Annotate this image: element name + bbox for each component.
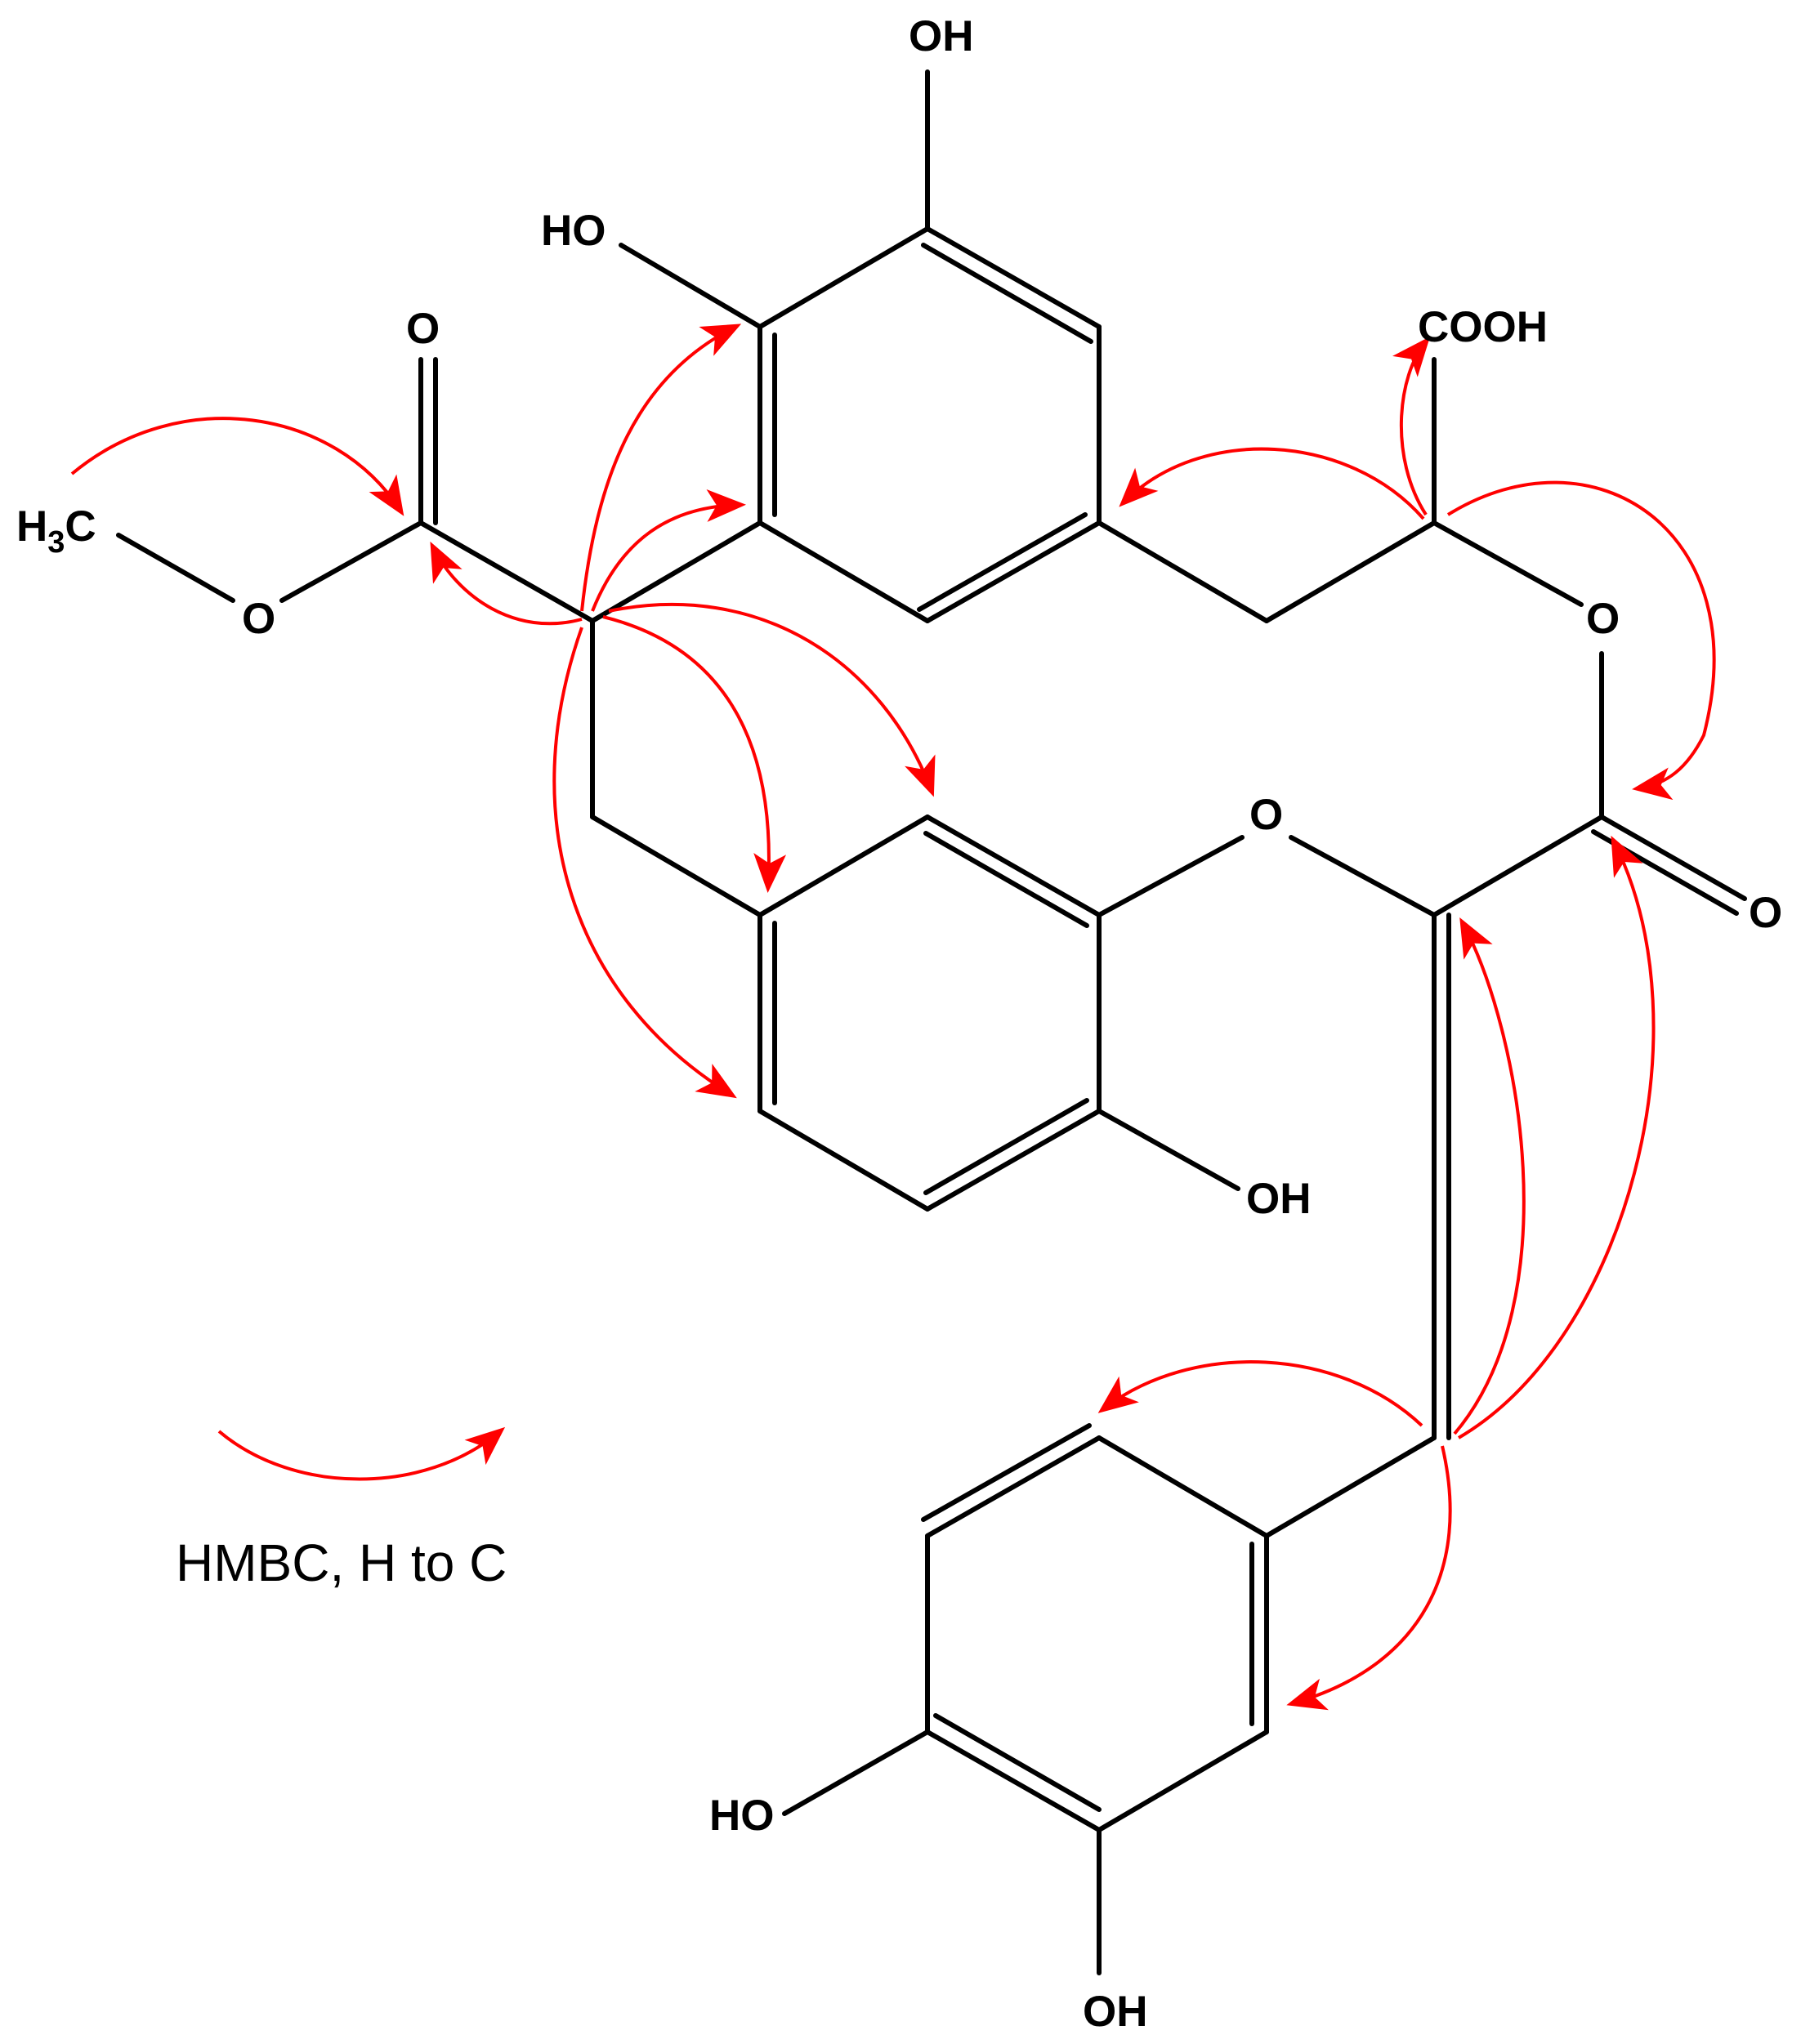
atom-labels: OH HO O COOH H3C O O O O OH HO OH bbox=[16, 12, 1782, 2036]
hmbc-arrow bbox=[1286, 1445, 1452, 1711]
bond bbox=[757, 814, 930, 917]
hmbc-arrow bbox=[1453, 917, 1526, 1435]
legend-label: HMBC, H to C bbox=[176, 1533, 507, 1592]
bond bbox=[1289, 835, 1437, 917]
atom-label-ho: HO bbox=[541, 207, 606, 255]
bond bbox=[757, 1109, 930, 1212]
bond bbox=[917, 512, 1088, 612]
bond bbox=[925, 520, 1102, 623]
hmbc-arrow bbox=[602, 615, 787, 893]
atom-label-oh: OH bbox=[909, 12, 974, 60]
hmbc-arrow bbox=[1446, 480, 1716, 801]
hmbc-arrow bbox=[608, 603, 936, 797]
bond bbox=[590, 520, 762, 623]
atom-label-oh: OH bbox=[1083, 1988, 1148, 2036]
bond bbox=[921, 243, 1093, 344]
bond bbox=[1264, 1435, 1437, 1538]
bond bbox=[923, 831, 1089, 928]
bond bbox=[279, 520, 423, 603]
atom-label-h3c-subscript: 3 bbox=[47, 525, 65, 560]
bond bbox=[925, 1109, 1102, 1212]
hmbc-arrow bbox=[1119, 447, 1425, 520]
bond bbox=[782, 1729, 930, 1816]
bond bbox=[757, 520, 930, 623]
bond bbox=[933, 1713, 1102, 1812]
bond bbox=[418, 520, 595, 623]
bond bbox=[1264, 520, 1437, 623]
bond bbox=[925, 1435, 1102, 1538]
bond bbox=[116, 533, 235, 603]
bond bbox=[757, 226, 930, 329]
bond bbox=[619, 243, 762, 329]
bond bbox=[1097, 1729, 1269, 1832]
legend: HMBC, H to C bbox=[176, 1426, 507, 1592]
hmbc-arrow bbox=[1457, 835, 1656, 1439]
atom-label-h3c-h: H bbox=[16, 502, 47, 551]
hmbc-arrow bbox=[1097, 1360, 1423, 1427]
atom-label-ho: HO bbox=[709, 1792, 775, 1840]
atom-label-h3c-c: C bbox=[65, 502, 96, 551]
hmbc-arrow bbox=[591, 489, 746, 612]
hmbc-arrow bbox=[70, 417, 404, 516]
bond bbox=[590, 814, 762, 917]
bond bbox=[921, 1423, 1092, 1522]
bond bbox=[1432, 814, 1604, 917]
hmbc-arrow bbox=[580, 324, 742, 612]
bond bbox=[925, 814, 1102, 917]
bond bbox=[925, 1729, 1102, 1832]
bond bbox=[1432, 520, 1584, 607]
hmbc-arrow bbox=[552, 627, 737, 1099]
bond bbox=[1097, 1435, 1269, 1538]
molecule-bonds bbox=[116, 69, 1747, 1975]
bond bbox=[1097, 520, 1269, 623]
legend-arrow-icon bbox=[217, 1426, 506, 1481]
hmbc-arrows bbox=[70, 324, 1716, 1711]
bond bbox=[1097, 835, 1245, 917]
atom-label-cooh: COOH bbox=[1418, 303, 1548, 351]
atom-label-oh: OH bbox=[1246, 1175, 1312, 1223]
atom-label-o: O bbox=[1586, 595, 1620, 643]
hmbc-arrow bbox=[430, 541, 583, 626]
bond bbox=[925, 226, 1102, 329]
bond bbox=[923, 1098, 1089, 1195]
atom-label-o: O bbox=[242, 595, 275, 643]
hmbc-arrow bbox=[1392, 336, 1431, 516]
atom-label-o: O bbox=[1749, 889, 1782, 937]
atom-label-o: O bbox=[406, 305, 440, 353]
atom-label-o: O bbox=[1249, 791, 1283, 839]
atom-label-h3c: H3C bbox=[16, 502, 96, 560]
bond bbox=[1097, 1109, 1240, 1191]
bond bbox=[1599, 814, 1747, 901]
